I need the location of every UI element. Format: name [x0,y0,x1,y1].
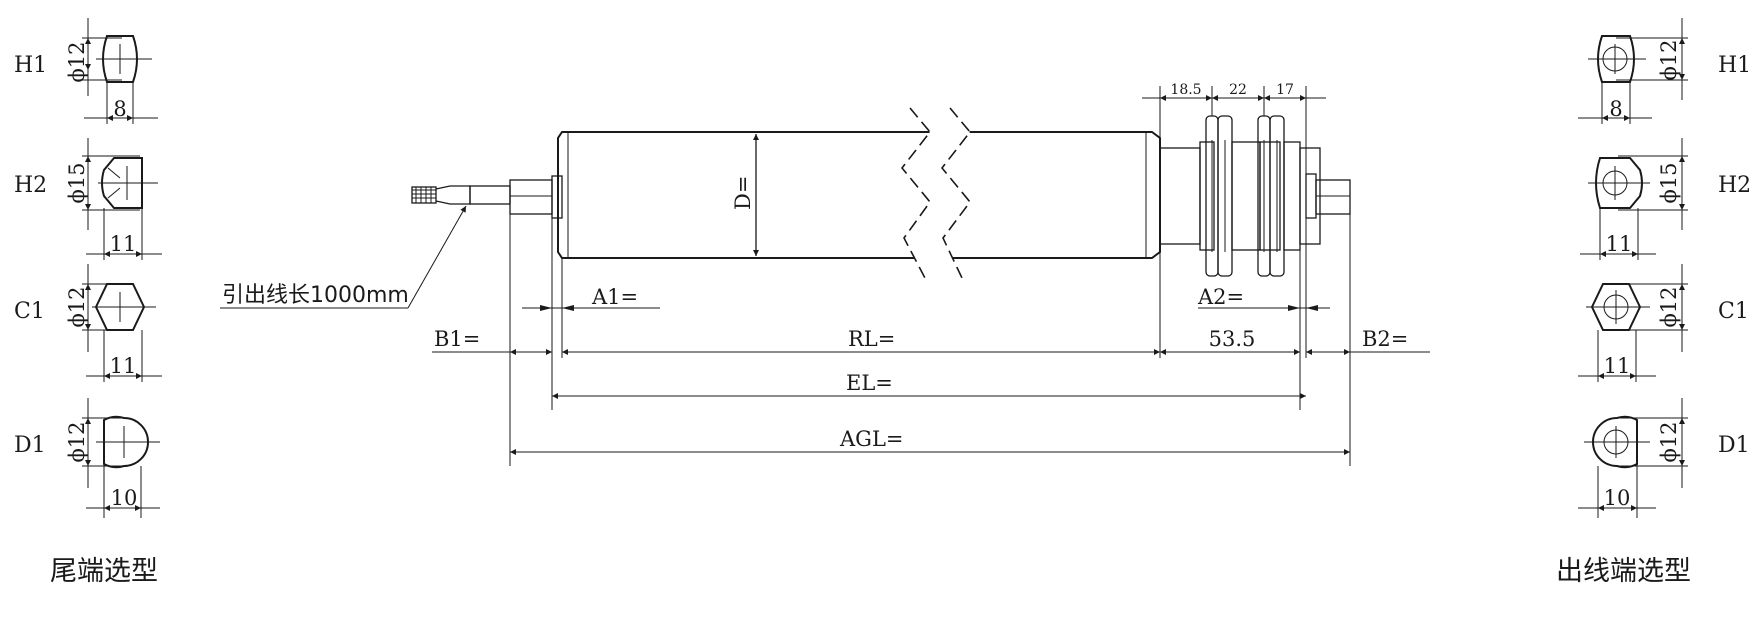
cable-option-dia: ϕ12 [1657,286,1681,327]
tail-option-flat: 10 [111,486,138,510]
tail-end-caption: 尾端选型 [50,556,158,587]
cable-option-dia: ϕ15 [1657,162,1681,203]
roller-assembly: D= [220,82,1430,466]
a2-dimension: A2= [1197,285,1330,311]
dim-18-5: 18.5 [1170,82,1201,98]
left-shaft [509,179,553,215]
rl-dimension: RL= [562,327,1160,355]
cable-lead [411,185,511,205]
cable-connector [411,186,437,204]
cable-end-options: H1 8 ϕ12 H2 [1556,18,1751,587]
b2-dimension: B2= [1306,327,1430,355]
rl-label: RL= [848,327,895,351]
cable-option-dia: ϕ12 [1657,421,1681,462]
cable-end-caption: 出线端选型 [1556,556,1691,587]
tail-option-flat: 11 [110,354,137,378]
cable-option-h1: H1 8 ϕ12 [1578,18,1751,124]
tail-option-dia: ϕ15 [65,162,89,203]
tail-option-dia: ϕ12 [65,286,89,327]
cable-option-flat: 8 [1609,97,1622,121]
diameter-label: D= [731,176,755,210]
top-dimensions: 18.5 22 17 [1142,82,1326,174]
cable-option-flat: 10 [1604,486,1631,510]
right-shaft [1315,179,1351,215]
cable-option-code: C1 [1718,299,1749,324]
agl-dimension: AGL= [510,427,1350,455]
drive-end [1159,115,1351,277]
a2-label: A2= [1197,285,1244,309]
dim-22: 22 [1229,82,1247,98]
tail-option-flat: 11 [110,232,137,256]
tail-option-flat: 8 [113,97,126,121]
b1-label: B1= [434,327,480,351]
tail-option-h2: H2 11 ϕ15 [14,138,162,260]
cable-option-code: D1 [1718,433,1750,458]
agl-label: AGL= [839,427,903,451]
cable-option-flat: 11 [1606,232,1633,256]
cable-option-dia: ϕ12 [1657,39,1681,80]
diameter-dimension: D= [731,134,759,256]
el-label: EL= [846,371,893,395]
b2-label: B2= [1362,327,1408,351]
cable-option-d1: D1 10 ϕ12 [1578,398,1750,518]
tail-option-code: C1 [14,299,45,324]
a1-dimension: A1= [522,285,660,311]
cable-option-flat: 11 [1604,354,1631,378]
fixed-dimension: 53.5 [1160,327,1300,355]
cable-option-h2: H2 11 ϕ15 [1580,138,1751,260]
b1-dimension: B1= [432,327,552,355]
tail-end-options: H1 8 ϕ12 H2 [14,18,162,587]
tail-option-code: H2 [14,173,47,198]
cable-option-code: H2 [1718,173,1751,198]
cable-option-c1: C1 11 ϕ12 [1578,264,1749,382]
el-dimension: EL= [552,371,1306,399]
tail-option-h1: H1 8 ϕ12 [14,18,158,124]
cable-option-code: H1 [1718,53,1751,78]
tail-option-dia: ϕ12 [65,421,89,462]
tail-option-c1: C1 11 ϕ12 [14,264,162,382]
tail-option-code: H1 [14,53,47,78]
tail-option-dia: ϕ12 [65,41,89,82]
dim-17: 17 [1276,82,1294,98]
tail-option-d1: D1 10 ϕ12 [14,398,160,518]
dim-53-5: 53.5 [1209,327,1256,351]
cable-note: 引出线长1000mm [220,205,467,309]
tail-option-code: D1 [14,433,46,458]
a1-label: A1= [591,285,638,309]
roller-tube [557,107,1161,279]
cable-length-note: 引出线长1000mm [222,283,409,308]
